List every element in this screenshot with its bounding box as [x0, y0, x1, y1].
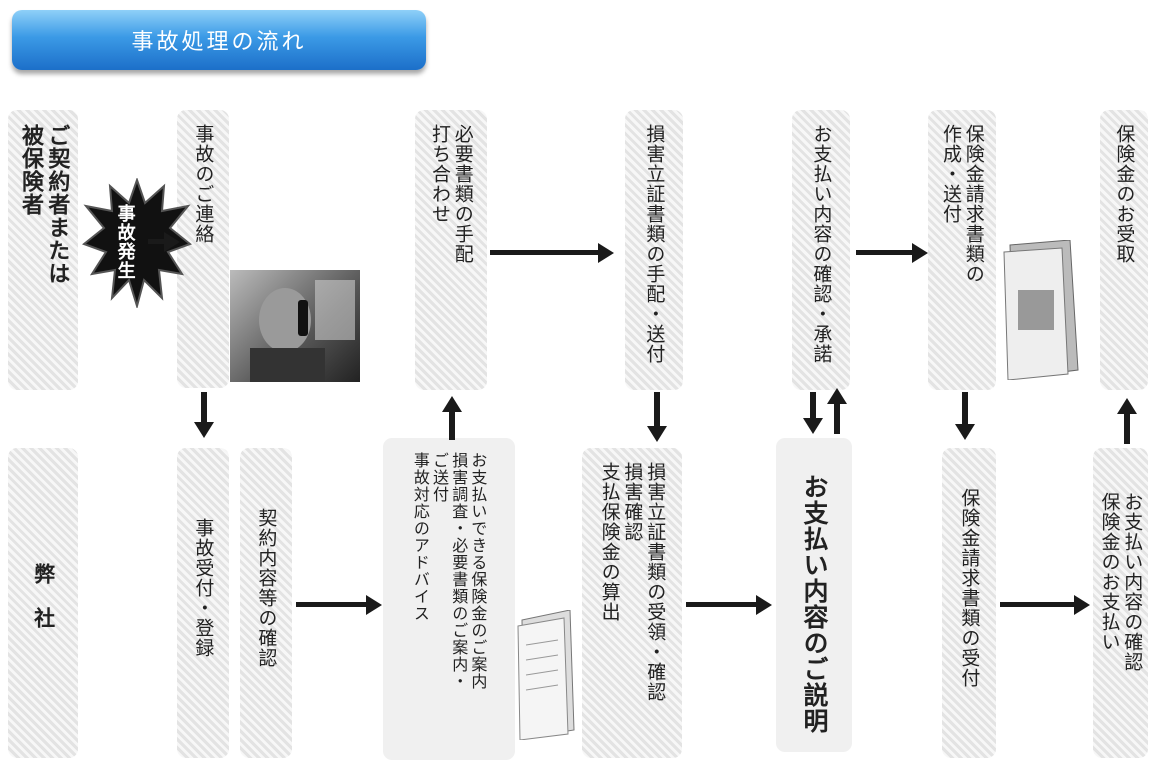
node-docs-send-label: 損害立証書類の手配・送付: [643, 124, 666, 364]
arrow-contract-to-guidance: [296, 602, 368, 607]
node-assessment-label: 損害立証書類の受領・確認 損害確認 支払保険金の算出: [598, 462, 667, 702]
node-claim-create: 保険金請求書類の 作成・送付: [928, 110, 996, 390]
arrow-guidance-up: [449, 410, 455, 440]
arrow-meeting-to-docs: [490, 250, 600, 255]
node-policyholder: ご契約者または 被保険者: [8, 110, 78, 390]
node-assessment: 損害立証書類の受領・確認 損害確認 支払保険金の算出: [582, 448, 682, 758]
node-claim-create-label: 保険金請求書類の 作成・送付: [940, 124, 985, 284]
arrow-payment-up: [1124, 412, 1130, 444]
arrow-contact-down: [201, 392, 207, 424]
document-icon: [517, 610, 575, 740]
node-confirm: お支払い内容の確認・承諾: [792, 110, 850, 390]
arrow-confirm-down: [810, 392, 816, 420]
node-explain: お支払い内容のご説明: [776, 438, 852, 752]
arrow-claim-to-payment: [1000, 602, 1076, 607]
node-receive-label: 保険金のお受取: [1113, 124, 1136, 264]
arrow-explain-up: [834, 402, 840, 434]
node-company: 弊 社: [8, 448, 78, 758]
node-explain-label: お支払い内容のご説明: [800, 474, 829, 734]
arrow-assessment-to-explain: [686, 602, 758, 607]
arrow-docs-down: [654, 392, 660, 428]
accident-label: 事故発生: [114, 204, 136, 280]
node-docs-send: 損害立証書類の手配・送付: [625, 110, 683, 390]
arrow-confirm-to-claim: [856, 250, 914, 255]
explosion-icon: [82, 178, 192, 308]
node-contract-check-label: 契約内容等の確認: [255, 508, 278, 668]
node-claim-receive-label: 保険金請求書類の受付: [958, 488, 981, 688]
stacked-documents-icon: [1003, 240, 1079, 380]
node-meeting-label: 必要書類の手配 打ち合わせ: [429, 124, 474, 264]
node-confirm-label: お支払い内容の確認・承諾: [810, 124, 833, 364]
node-policyholder-label: ご契約者または 被保険者: [18, 124, 70, 285]
phone-photo: [230, 270, 360, 382]
node-accept-label: 事故受付・登録: [192, 518, 215, 658]
page-title: 事故処理の流れ: [12, 10, 426, 70]
node-company-label: 弊 社: [31, 563, 56, 629]
node-guidance-label: お支払いできる保険金のご案内 損害調査・必要書類のご案内・ ご送付 事故対応のア…: [410, 452, 488, 690]
node-receive: 保険金のお受取: [1100, 110, 1148, 390]
node-claim-receive: 保険金請求書類の受付: [942, 448, 996, 758]
accident-label-wrap: 事故発生: [114, 204, 136, 284]
node-guidance: お支払いできる保険金のご案内 損害調査・必要書類のご案内・ ご送付 事故対応のア…: [383, 438, 515, 760]
node-meeting: 必要書類の手配 打ち合わせ: [415, 110, 487, 390]
node-payment: お支払い内容の確認 保険金のお支払い: [1093, 448, 1148, 758]
arrow-accident-to-contact: [148, 239, 166, 244]
node-payment-label: お支払い内容の確認 保険金のお支払い: [1098, 492, 1144, 672]
node-contract-check: 契約内容等の確認: [240, 448, 292, 758]
node-contact: 事故のご連絡: [177, 110, 229, 388]
node-contact-label: 事故のご連絡: [192, 124, 215, 244]
arrow-claim-down: [962, 392, 968, 426]
node-accept: 事故受付・登録: [177, 448, 229, 758]
